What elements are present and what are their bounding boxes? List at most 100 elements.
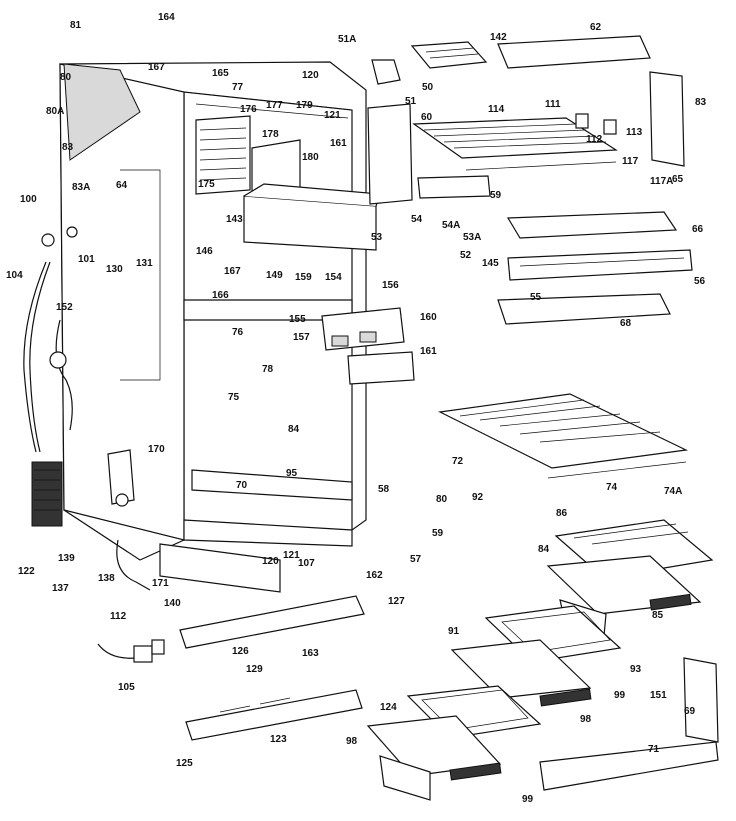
part-label-127: 127 (388, 596, 405, 607)
part-label-131: 131 (136, 258, 153, 269)
part-label-98: 98 (580, 714, 592, 725)
ice-bin-143 (243, 183, 381, 251)
part-label-76: 76 (232, 327, 244, 338)
freezer-rail-62 (497, 35, 651, 69)
part-label-122: 122 (18, 566, 35, 577)
part-label-155: 155 (289, 314, 306, 325)
base-grille-123 (185, 689, 363, 741)
cabinet-vent-grille (31, 461, 63, 527)
part-label-81: 81 (70, 20, 82, 31)
part-label-165: 165 (212, 68, 229, 79)
part-label-86: 86 (556, 508, 568, 519)
part-label-59: 59 (490, 190, 502, 201)
part-label-74A: 74A (664, 486, 682, 497)
part-label-80A: 80A (46, 106, 64, 117)
part-label-121: 121 (283, 550, 300, 561)
part-label-59: 59 (432, 528, 444, 539)
part-label-98: 98 (346, 736, 358, 747)
part-label-80: 80 (436, 494, 448, 505)
part-label-55: 55 (530, 292, 542, 303)
part-label-92: 92 (472, 492, 484, 503)
ice-tray-142 (410, 41, 488, 69)
part-label-124: 124 (380, 702, 397, 713)
part-label-117A: 117A (650, 176, 673, 187)
part-label-145: 145 (482, 258, 499, 269)
rail-66 (507, 249, 693, 281)
part-label-57: 57 (410, 554, 422, 565)
part-label-143: 143 (226, 214, 243, 225)
part-label-68: 68 (620, 318, 632, 329)
part-label-137: 137 (52, 583, 69, 594)
part-label-167: 167 (224, 266, 241, 277)
defrost-timer-170 (107, 449, 135, 507)
part-label-167: 167 (148, 62, 165, 73)
part-label-91: 91 (448, 626, 460, 637)
part-label-121: 121 (324, 110, 341, 121)
part-label-120: 120 (302, 70, 319, 81)
part-label-77: 77 (232, 82, 244, 93)
control-housing-160 (321, 307, 405, 351)
part-label-53A: 53A (463, 232, 481, 243)
part-label-65: 65 (672, 174, 684, 185)
part-label-66: 66 (692, 224, 704, 235)
part-label-99: 99 (614, 690, 626, 701)
part-label-60: 60 (421, 112, 433, 123)
part-label-151: 151 (650, 690, 667, 701)
rail-68 (497, 293, 671, 325)
part-label-58: 58 (378, 484, 390, 495)
part-label-161: 161 (420, 346, 437, 357)
part-label-139: 139 (58, 553, 75, 564)
part-label-171: 171 (152, 578, 169, 589)
bracket-112-113 (575, 113, 617, 135)
part-label-117: 117 (622, 156, 639, 167)
part-label-104: 104 (6, 270, 23, 281)
part-label-71: 71 (648, 744, 660, 755)
part-label-180: 180 (302, 152, 319, 163)
part-label-170: 170 (148, 444, 165, 455)
part-label-113: 113 (626, 127, 643, 138)
knob-100-101 (41, 226, 78, 247)
evaporator-assembly (195, 115, 301, 197)
part-label-52: 52 (460, 250, 472, 261)
compressor-parts-105 (97, 639, 165, 663)
part-label-83A: 83A (72, 182, 90, 193)
part-label-125: 125 (176, 758, 193, 769)
part-label-156: 156 (382, 280, 399, 291)
part-label-54: 54 (411, 214, 423, 225)
part-label-100: 100 (20, 194, 37, 205)
part-label-177: 177 (266, 100, 283, 111)
part-label-123: 123 (270, 734, 287, 745)
part-label-160: 160 (420, 312, 437, 323)
cabinet-shell (31, 61, 367, 593)
base-rail-162 (179, 595, 365, 649)
rail-71 (539, 741, 719, 791)
freezer-shelf-111 (412, 117, 618, 171)
part-label-107: 107 (298, 558, 315, 569)
part-label-138: 138 (98, 573, 115, 584)
part-label-114: 114 (488, 104, 505, 115)
part-label-146: 146 (196, 246, 213, 257)
part-label-53: 53 (371, 232, 383, 243)
side-panel-69 (683, 657, 719, 743)
part-label-50: 50 (422, 82, 434, 93)
part-label-112: 112 (110, 611, 127, 622)
part-label-159: 159 (295, 272, 312, 283)
drain-tube-104 (23, 261, 51, 453)
part-label-120: 120 (262, 556, 279, 567)
part-label-154: 154 (325, 272, 342, 283)
part-label-69: 69 (684, 706, 696, 717)
part-label-75: 75 (228, 392, 240, 403)
part-label-142: 142 (490, 32, 507, 43)
light-cover-161 (347, 351, 415, 385)
ice-maker-parts-50-60 (367, 59, 491, 205)
defrost-heater-152 (49, 319, 73, 431)
part-label-157: 157 (293, 332, 310, 343)
part-label-83: 83 (62, 142, 74, 153)
side-panel-83 (649, 71, 685, 167)
part-label-99: 99 (522, 794, 534, 805)
part-label-130: 130 (106, 264, 123, 275)
part-label-51: 51 (405, 96, 417, 107)
part-label-95: 95 (286, 468, 298, 479)
part-label-176: 176 (240, 104, 257, 115)
part-label-51A: 51A (338, 34, 356, 45)
